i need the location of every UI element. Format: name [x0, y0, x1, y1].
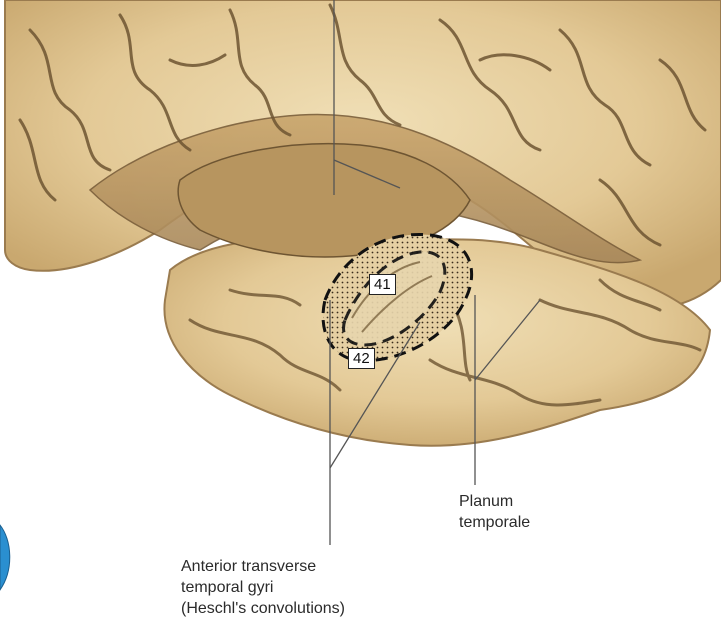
lower-sulci — [188, 278, 702, 407]
heschl-line-3: (Heschl's convolutions) — [181, 600, 346, 617]
heschl-line-2: temporal gyri — [181, 579, 274, 596]
heschl-label: Anterior transverse temporal gyri (Hesch… — [181, 556, 345, 619]
planum-temporale-line-1: Planum — [459, 493, 514, 510]
area-42-label: 42 — [348, 348, 375, 369]
upper-sulci — [18, 3, 707, 247]
central-gyri — [177, 143, 471, 258]
planum-temporale-label: Planum temporale — [459, 491, 530, 533]
heschl-line-1: Anterior transverse — [181, 558, 317, 575]
blue-circle-icon — [0, 524, 11, 591]
leader-lines — [329, 0, 541, 545]
area-41-label: 41 — [369, 274, 396, 295]
planum-temporale-line-2: temporale — [459, 514, 531, 531]
